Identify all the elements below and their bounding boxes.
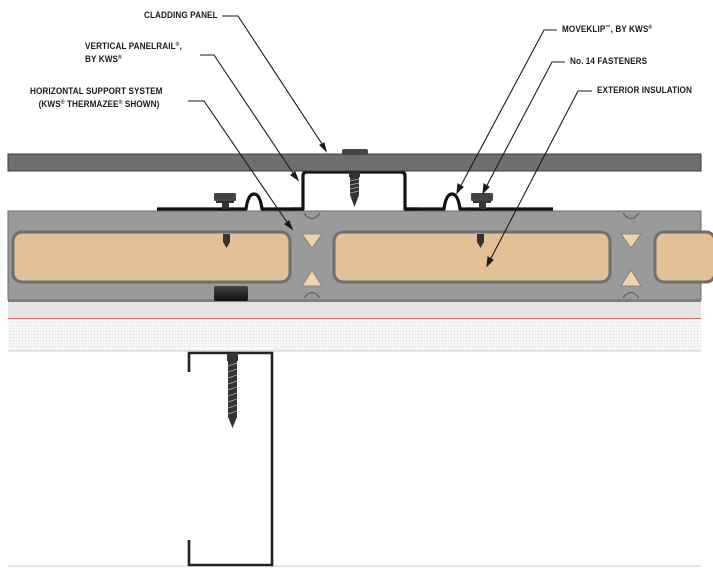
gasket xyxy=(214,286,248,301)
leader-fasteners xyxy=(483,61,565,192)
steel-stud xyxy=(187,351,274,567)
label-horizontal-support-line1: HORIZONTAL SUPPORT SYSTEM xyxy=(30,86,163,97)
leader-lines xyxy=(188,15,592,268)
label-cladding-panel: CLADDING PANEL xyxy=(144,10,218,21)
cladding-screw-head xyxy=(342,149,368,155)
stud-screw xyxy=(227,353,238,428)
no-14-fasteners xyxy=(214,193,493,209)
label-horizontal-support-line2: (KWS® THERMAZEE® SHOWN) xyxy=(38,98,160,110)
label-no-14-fasteners: No. 14 FASTENERS xyxy=(570,56,648,67)
leader-moveklip xyxy=(457,29,557,192)
leader-cladding xyxy=(222,15,327,151)
label-moveklip: MOVEKLIP™, BY KWS® xyxy=(562,24,653,35)
exterior-insulation xyxy=(11,230,713,284)
cladding-panel xyxy=(7,153,702,172)
label-vertical-panelrail-line1: VERTICAL PANELRAIL®, xyxy=(85,41,182,52)
leader-panelrail xyxy=(200,54,298,180)
label-vertical-panelrail: VERTICAL PANELRAIL®, BY KWS® xyxy=(85,41,182,66)
leader-insulation xyxy=(487,90,592,265)
insulation-fastener-tips xyxy=(223,234,484,248)
leader-support xyxy=(188,100,292,229)
sheathing-layer xyxy=(8,318,701,351)
panel-screw xyxy=(349,172,360,207)
label-horizontal-support: HORIZONTAL SUPPORT SYSTEM (KWS® THERMAZE… xyxy=(30,86,163,111)
moveklip xyxy=(157,192,553,211)
thermal-break-triangles xyxy=(301,233,642,287)
label-exterior-insulation: EXTERIOR INSULATION xyxy=(597,85,692,96)
label-vertical-panelrail-line2: BY KWS® xyxy=(85,53,122,65)
